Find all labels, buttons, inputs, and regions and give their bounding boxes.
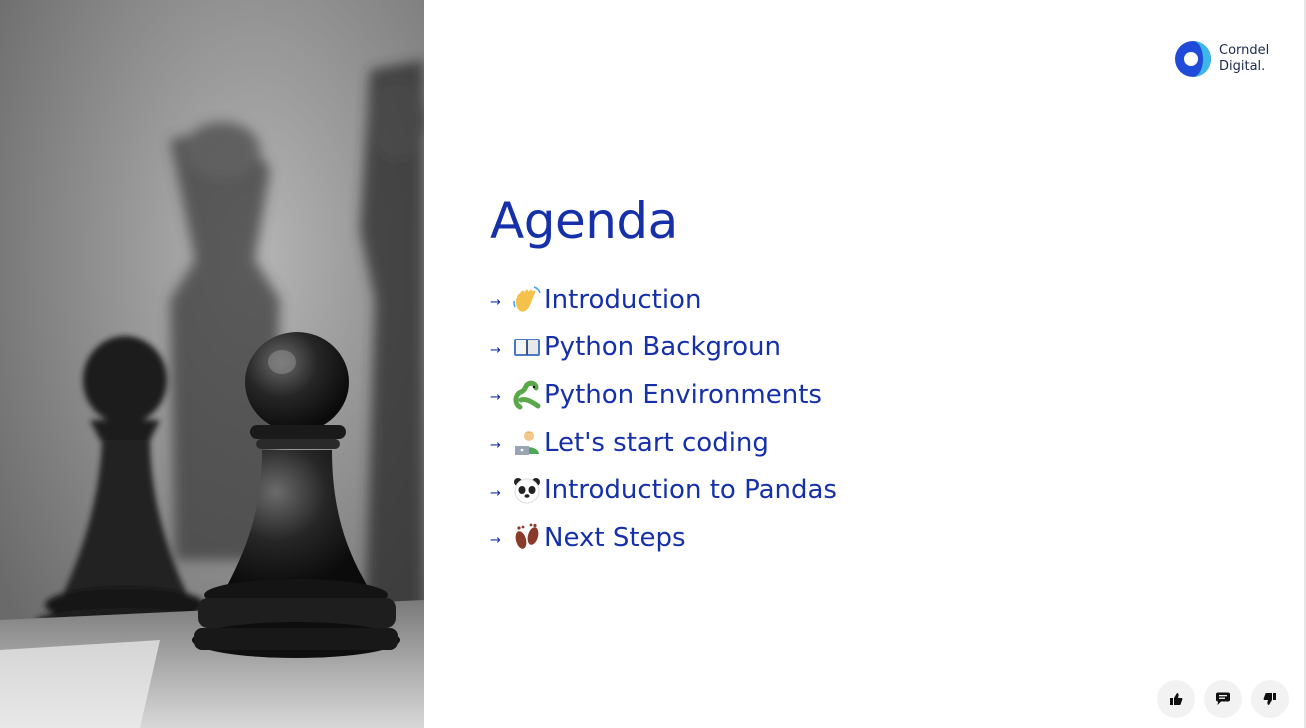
snake-icon — [512, 380, 542, 410]
slide-edge-divider — [1304, 0, 1306, 728]
agenda-item-python-environments: → Python Environments — [490, 371, 837, 419]
logo-text-line1: Corndel — [1219, 43, 1270, 58]
panda-icon — [512, 475, 542, 505]
agenda-item-label: Introduction — [544, 284, 702, 315]
slide-title: Agenda — [490, 192, 678, 250]
agenda-item-python-background: → Python Backgroun — [490, 324, 837, 372]
agenda-item-label: Introduction to Pandas — [544, 475, 837, 506]
arrow-icon: → — [490, 533, 501, 549]
chess-pieces-image — [0, 0, 424, 728]
agenda-item-next-steps: → Next Steps — [490, 514, 837, 562]
agenda-item-introduction: → Introduction — [490, 276, 837, 324]
thumbs-up-button[interactable] — [1157, 680, 1195, 718]
agenda-slide: Corndel Digital. Agenda → Introduction → — [424, 0, 1306, 728]
agenda-item-label: Python Environments — [544, 379, 822, 410]
agenda-item-label: Let's start coding — [544, 427, 769, 458]
arrow-icon: → — [490, 390, 501, 406]
thumbs-up-icon — [1170, 693, 1183, 705]
corndel-digital-logo: Corndel Digital. — [1174, 40, 1269, 78]
comment-button[interactable] — [1204, 680, 1242, 718]
chess-photo — [0, 0, 424, 728]
corndel-logo-icon — [1175, 41, 1211, 77]
arrow-icon: → — [490, 295, 501, 311]
footprints-icon — [512, 523, 542, 553]
thumbs-down-button[interactable] — [1251, 680, 1289, 718]
logo-text-line2: Digital. — [1219, 59, 1266, 74]
agenda-item-label: Next Steps — [544, 522, 686, 553]
agenda-item-start-coding: → Let's start coding — [490, 419, 837, 467]
thumbs-down-icon — [1263, 693, 1276, 705]
agenda-item-label: Python Backgroun — [544, 332, 781, 363]
arrow-icon: → — [490, 438, 501, 454]
arrow-icon: → — [490, 342, 501, 358]
comment-icon — [1216, 692, 1230, 705]
feedback-actions — [1157, 680, 1289, 718]
agenda-list: → Introduction → Python Backgro — [490, 276, 837, 562]
technologist-icon — [512, 428, 542, 458]
open-book-icon — [512, 332, 542, 362]
agenda-item-introduction-pandas: → Introduction to Pandas — [490, 466, 837, 514]
arrow-icon: → — [490, 485, 501, 501]
waving-hand-icon — [512, 285, 542, 315]
